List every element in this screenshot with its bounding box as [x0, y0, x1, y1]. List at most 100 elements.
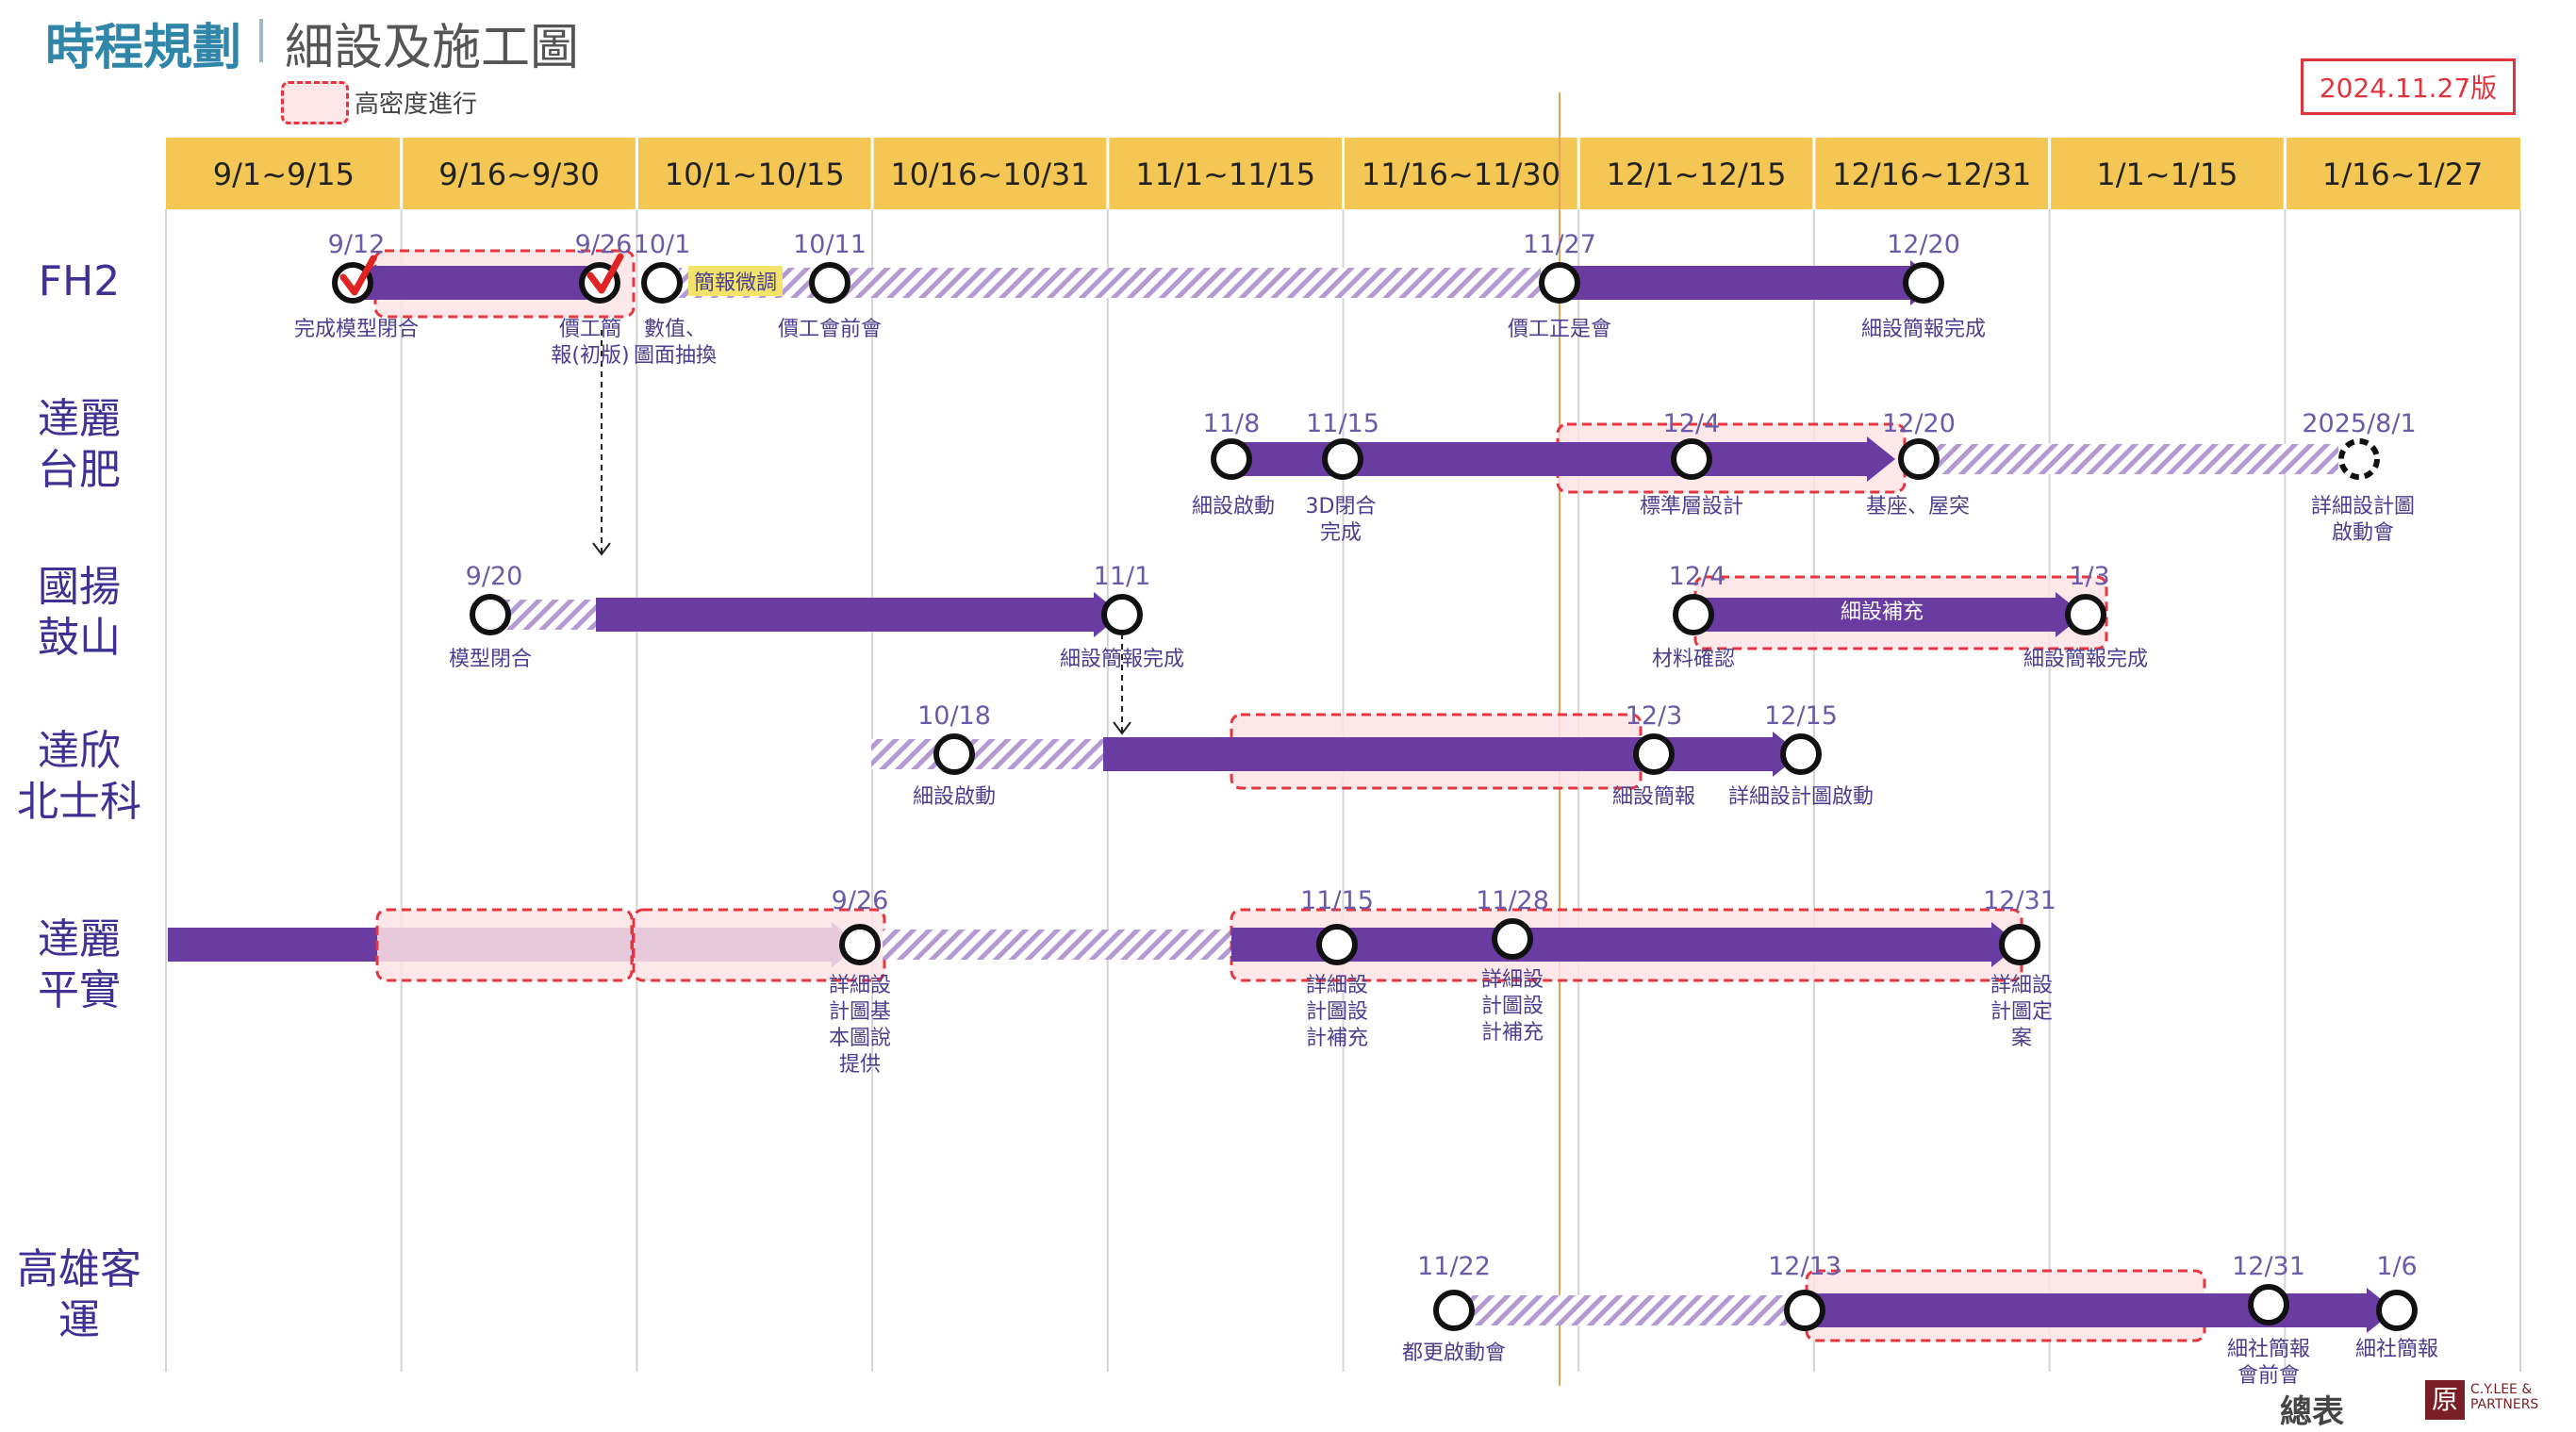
hatched-bar	[1454, 1295, 1803, 1325]
milestone-desc: 圖面抽換	[634, 344, 717, 368]
high-density-box	[375, 908, 634, 982]
milestone-date: 12/4	[1663, 409, 1721, 438]
milestone-circle	[1316, 924, 1358, 965]
milestone-desc: 計圖設	[1306, 1000, 1368, 1024]
milestone-circle	[2065, 594, 2106, 635]
milestone-circle	[1322, 438, 1363, 480]
milestone-date: 11/15	[1300, 886, 1374, 915]
milestone-date: 12/15	[1764, 701, 1838, 731]
period-header-cell	[2285, 138, 2520, 209]
period-header-cell	[1813, 138, 2050, 209]
hatched-bar	[1919, 444, 2338, 474]
milestone-circle	[1433, 1290, 1475, 1331]
milestone-desc: 案	[2011, 1027, 2032, 1050]
milestone-date: 12/3	[1626, 701, 1683, 731]
milestone-desc: 價工簡	[559, 318, 621, 341]
milestone-desc: 啟動會	[2332, 521, 2394, 545]
milestone-date: 11/22	[1417, 1252, 1491, 1281]
period-header-label: 12/16~12/31	[1832, 156, 2031, 192]
period-header-cell	[1107, 138, 1344, 209]
milestone-date: 9/20	[466, 562, 523, 591]
dependency-arrow-icon	[1113, 721, 1131, 735]
milestone-desc: 3D閉合	[1306, 495, 1377, 518]
milestone-date: 10/1	[634, 230, 691, 259]
milestone-desc: 計圖基	[829, 1000, 891, 1024]
period-header-cell	[166, 138, 402, 209]
hatched-bar	[679, 268, 1541, 298]
bar-label: 細設補充	[1841, 601, 1924, 624]
period-header-label: 9/1~9/15	[213, 156, 355, 192]
period-header-cell	[872, 138, 1108, 209]
period-header-label: 1/16~1/27	[2322, 156, 2484, 192]
period-header-label: 11/16~11/30	[1362, 156, 1560, 192]
milestone-desc: 細設啟動	[913, 785, 996, 809]
milestone-date: 12/20	[1882, 409, 1956, 438]
milestone-desc: 細設簡報完成	[1861, 318, 1986, 341]
milestone-date: 10/18	[917, 701, 991, 731]
milestone-date: 9/26	[832, 886, 889, 915]
milestone-desc: 細社簡報	[2355, 1338, 2438, 1361]
milestone-circle	[1211, 438, 1252, 480]
progress-bar-arrow	[1695, 592, 2084, 637]
period-header-label: 12/1~12/15	[1607, 156, 1787, 192]
period-header-cell	[1578, 138, 1814, 209]
milestone-desc: 細設啟動	[1192, 495, 1275, 518]
milestone-circle	[809, 262, 850, 304]
progress-bar-arrow	[1560, 260, 1939, 305]
progress-bar-arrow	[1231, 922, 2020, 967]
checkmark-icon	[586, 253, 624, 294]
period-header-label: 9/16~9/30	[438, 156, 600, 192]
dependency-arrow-icon	[592, 542, 611, 556]
milestone-desc: 計補充	[1481, 1021, 1544, 1045]
milestone-date: 12/13	[1768, 1252, 1841, 1281]
milestone-circle	[641, 262, 683, 304]
period-header-cell	[401, 138, 637, 209]
milestone-desc: 基座、屋突	[1866, 495, 1970, 518]
legend-swatch	[281, 81, 349, 124]
footer-total: 總表	[2280, 1393, 2344, 1431]
hatched-bar	[871, 739, 1116, 769]
period-header-label: 10/16~10/31	[890, 156, 1089, 192]
milestone-circle	[1903, 262, 1944, 304]
milestone-circle	[2248, 1284, 2289, 1325]
tag-box	[688, 266, 783, 296]
checkmark-icon	[339, 255, 377, 296]
milestone-date: 1/3	[2069, 562, 2109, 591]
milestone-desc: 計圖設	[1481, 995, 1544, 1018]
milestone-desc: 細社簡報	[2227, 1338, 2310, 1361]
milestone-desc: 細設簡報完成	[1060, 648, 1184, 671]
row-label-daxin-beishike: 達欣北士科	[17, 727, 141, 826]
milestone-date: 12/4	[1669, 562, 1726, 591]
milestone-desc: 標準層設計	[1640, 495, 1743, 518]
period-header-cell	[1343, 138, 1579, 209]
page-subtitle: 細設及施工圖	[285, 20, 580, 76]
milestone-circle	[1101, 594, 1143, 635]
period-header-label: 10/1~10/15	[665, 156, 845, 192]
milestone-desc: 詳細設計圖啟動	[1728, 785, 1874, 809]
milestone-date: 11/27	[1523, 230, 1596, 259]
milestone-desc: 價工正是會	[1508, 318, 1611, 341]
milestone-desc: 詳細設計圖	[2311, 495, 2415, 518]
milestone-desc: 報(初版)	[551, 344, 629, 368]
row-label-dali-pingshi: 達麗平實	[38, 915, 121, 1014]
period-header-cell	[2049, 138, 2286, 209]
progress-bar-arrow	[1801, 1288, 2395, 1333]
company-logo-text: C.Y.LEE & PARTNERS	[2470, 1382, 2539, 1412]
legend-label: 高密度進行	[355, 91, 478, 119]
milestone-circle	[1633, 733, 1675, 775]
milestone-date: 11/28	[1476, 886, 1549, 915]
period-header-cell	[636, 138, 873, 209]
milestone-date: 9/12	[328, 230, 386, 259]
milestone-date: 11/1	[1094, 562, 1151, 591]
milestone-circle	[1539, 262, 1580, 304]
milestone-desc: 計補充	[1306, 1027, 1368, 1050]
tag-label: 簡報微調	[694, 272, 777, 295]
milestone-desc: 模型閉合	[449, 648, 532, 671]
milestone-date: 12/20	[1887, 230, 1960, 259]
milestone-date: 11/8	[1203, 409, 1261, 438]
row-label-fh2: FH2	[38, 257, 121, 305]
company-logo: 原	[2425, 1380, 2465, 1420]
milestone-desc: 詳細設	[1306, 974, 1368, 997]
milestone-date: 9/26	[575, 230, 633, 259]
milestone-desc: 詳細設	[1481, 968, 1544, 992]
